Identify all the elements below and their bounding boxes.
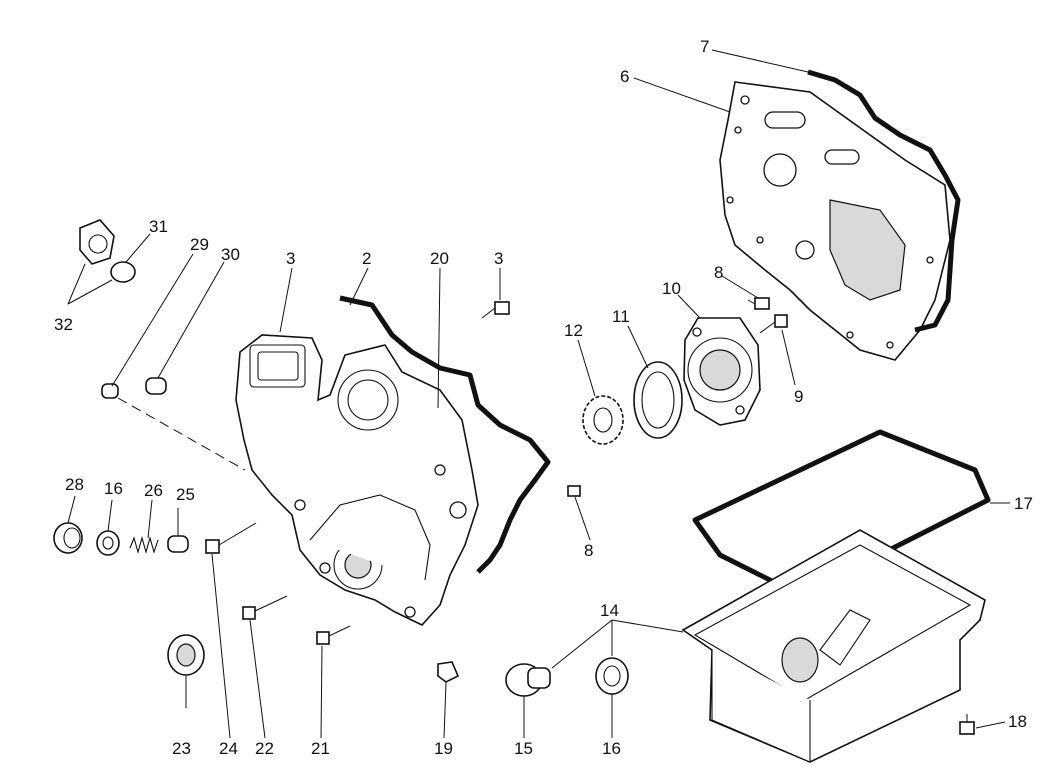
callout-9: 9: [794, 387, 803, 406]
callout-7: 7: [700, 37, 709, 56]
bolt-8-upper: [747, 297, 770, 310]
rear-plate: [719, 81, 951, 361]
callout-8-lower: 8: [584, 541, 593, 560]
nut-19: [437, 661, 460, 683]
callout-17: 17: [1014, 494, 1033, 513]
bolt-9: [759, 314, 788, 334]
callout-21: 21: [311, 739, 330, 758]
oil-pan-gasket: [692, 429, 991, 598]
relief-valve-spring: [129, 535, 159, 555]
callout-1: 3: [286, 249, 295, 268]
bolt-22: [242, 595, 288, 620]
oil-pump-gear: [582, 395, 624, 445]
drain-plug-washer: [595, 657, 629, 695]
oil-seal: [167, 634, 205, 676]
oil-pan: [681, 529, 986, 763]
bolt-24: [205, 522, 257, 554]
callout-15: 15: [514, 739, 533, 758]
oil-pump-ring-gear: [633, 361, 683, 439]
callout-26: 26: [144, 481, 163, 500]
callout-6: 6: [620, 67, 629, 86]
dowel-30: [145, 377, 167, 395]
callout-16-upper: 16: [104, 479, 123, 498]
leader-lines: [67, 49, 1010, 739]
callout-32: 32: [54, 315, 73, 334]
bolt-3: [481, 301, 510, 319]
callout-28: 28: [65, 475, 84, 494]
callout-10: 10: [662, 279, 681, 298]
timing-case-gasket: [339, 295, 551, 574]
callout-19: 19: [434, 739, 453, 758]
callout-labels: 3 2 3 6 7 8 8 9 10 11 12 14 15 16 16 17 …: [54, 37, 1033, 758]
callout-22: 22: [255, 739, 274, 758]
bolt-8-lower: [567, 485, 581, 497]
dowel-29: [101, 383, 119, 399]
callout-23: 23: [172, 739, 191, 758]
o-ring: [110, 261, 136, 283]
callout-18: 18: [1008, 712, 1027, 731]
bolt-18: [959, 714, 975, 735]
bolt-21: [316, 625, 351, 645]
callout-16-lower: 16: [602, 739, 621, 758]
oil-filler-cap: [79, 219, 115, 265]
callout-20: 20: [430, 249, 449, 268]
callout-12: 12: [564, 321, 583, 340]
callout-25: 25: [176, 485, 195, 504]
callout-29: 29: [190, 235, 209, 254]
drain-plug: [505, 663, 551, 697]
relief-valve-washer: [96, 530, 120, 556]
relief-valve: [167, 535, 189, 553]
callout-31: 31: [149, 217, 168, 236]
callout-8-upper: 8: [714, 263, 723, 282]
timing-case: [235, 334, 479, 626]
callout-24: 24: [219, 739, 238, 758]
relief-valve-cap: [53, 522, 83, 554]
callout-2: 2: [362, 249, 371, 268]
callout-11: 11: [612, 307, 630, 326]
callout-30: 30: [221, 245, 240, 264]
callout-14: 14: [600, 601, 619, 620]
rear-plate-gasket: [807, 69, 961, 333]
callout-3: 3: [494, 249, 503, 268]
oil-pump-body: [683, 317, 761, 426]
